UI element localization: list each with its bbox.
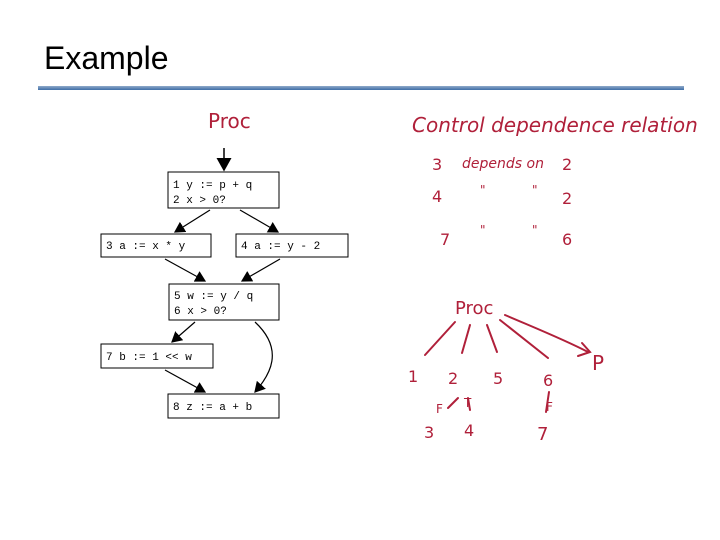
cfg-entry-label: Proc [208, 109, 251, 133]
cd-row-1-node: 3 [432, 155, 442, 174]
cdt-child-6: 6 [543, 371, 553, 390]
cd-row-3-target: 6 [562, 230, 572, 249]
edge-1-4 [239, 209, 280, 233]
cd-row-2-ditto-2: " [532, 183, 538, 197]
slide-title: Example [44, 40, 169, 76]
cdt-child-1: 1 [408, 367, 418, 386]
cd-row-2: 4 " " 2 [432, 183, 572, 208]
cd-row-1-target: 2 [562, 155, 572, 174]
cfg-node-7: 7 b := 1 << w [100, 343, 214, 369]
node-1-line-1: 1 y := p + q [173, 180, 252, 192]
cfg-node-5: 5 w := y / q 6 x > 0? [168, 283, 280, 321]
edge-7-8 [164, 369, 207, 393]
cd-row-1: 3 depends on 2 [432, 155, 572, 174]
cdt-leaf-3: 3 [424, 423, 434, 442]
node-8-text: 8 z := a + b [173, 402, 252, 414]
edge-5-8 [254, 321, 273, 393]
cd-row-3-ditto-2: " [532, 223, 538, 237]
cd-row-3-node: 7 [440, 230, 450, 249]
edge-5-7 [171, 321, 196, 343]
cfg-node-4: 4 a := y - 2 [235, 233, 349, 258]
cfg-node-1: 1 y := p + q 2 x > 0? [167, 171, 280, 209]
cdt-child-2: 2 [448, 369, 458, 388]
cdt-leaf-7: 7 [537, 424, 548, 445]
cd-row-3-ditto-1: " [480, 223, 486, 237]
cd-row-2-target: 2 [562, 189, 572, 208]
cdt-label-f-right: F [546, 400, 553, 414]
cdt-leaf-4: 4 [464, 421, 474, 440]
title-divider [38, 86, 684, 90]
node-1-line-2: 2 x > 0? [173, 195, 226, 207]
node-3-text: 3 a := x * y [106, 241, 186, 253]
cfg-node-8: 8 z := a + b [167, 393, 280, 419]
node-7-text: 7 b := 1 << w [106, 352, 192, 364]
cdt-label-t: T [463, 396, 472, 410]
cd-row-3: 7 " " 6 [440, 223, 572, 249]
edge-4-5 [240, 258, 281, 282]
cdt-child-5: 5 [493, 369, 503, 388]
cd-row-2-ditto-1: " [480, 183, 486, 197]
edge-1-3 [173, 209, 211, 233]
cfg-node-3: 3 a := x * y [100, 233, 212, 258]
cdt-edges [424, 314, 592, 413]
edge-3-5 [164, 258, 207, 282]
cd-heading: Control dependence relation [412, 113, 698, 137]
cdt-label-f-left: F [436, 402, 443, 416]
cd-row-2-node: 4 [432, 187, 442, 206]
cdt-child-p: P [592, 351, 604, 375]
node-5-line-1: 5 w := y / q [174, 291, 253, 303]
node-5-line-2: 6 x > 0? [174, 306, 227, 318]
cdt-root: Proc [455, 298, 493, 319]
cd-row-1-relation: depends on [462, 156, 544, 172]
node-4-text: 4 a := y - 2 [241, 241, 320, 253]
